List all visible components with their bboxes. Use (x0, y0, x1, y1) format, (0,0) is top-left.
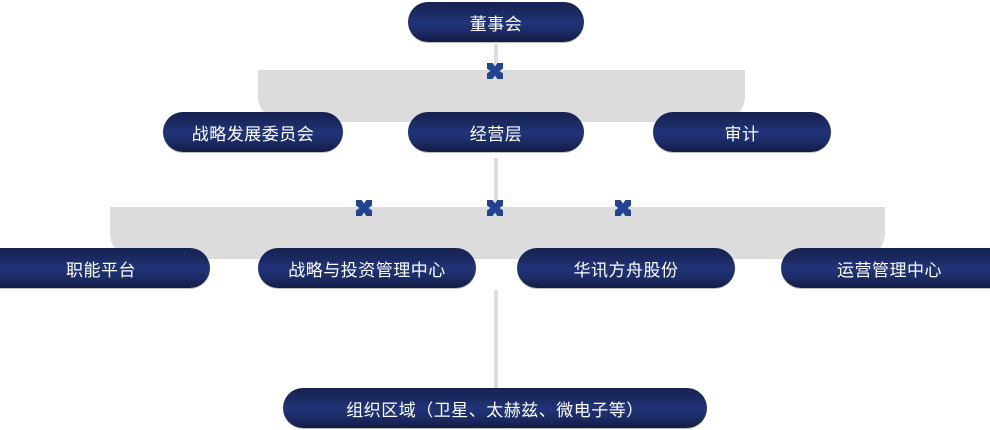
node-label-management-layer: 经营层 (469, 124, 523, 144)
node-board[interactable]: 董事会 (408, 2, 584, 46)
connector-line-row3-to-organization-areas (494, 290, 498, 388)
node-operations-center[interactable]: 运营管理中心 (781, 248, 990, 292)
node-function-platform[interactable]: 职能平台 (0, 248, 210, 292)
connector-node-row3-left (356, 200, 372, 216)
connector-node-row3-center (487, 200, 503, 216)
node-label-huaxun-fangzhou: 华讯方舟股份 (573, 260, 679, 280)
node-strategy-committee[interactable]: 战略发展委员会 (163, 112, 343, 156)
node-audit[interactable]: 审计 (653, 112, 831, 156)
connector-node-row3-right (615, 200, 631, 216)
node-label-strategy-committee: 战略发展委员会 (191, 124, 315, 144)
node-organization-areas[interactable]: 组织区域（卫星、太赫兹、微电子等） (283, 388, 707, 430)
connector-line-board-to-row2 (494, 44, 498, 70)
node-label-strategy-investment-center: 战略与投资管理中心 (288, 260, 446, 280)
connector-line-management-to-row3 (494, 158, 498, 208)
node-label-organization-areas: 组织区域（卫星、太赫兹、微电子等） (346, 400, 644, 420)
node-huaxun-fangzhou[interactable]: 华讯方舟股份 (517, 248, 735, 292)
connector-node-row2-center (487, 63, 503, 79)
node-strategy-investment-center[interactable]: 战略与投资管理中心 (258, 248, 476, 292)
node-label-audit: 审计 (724, 124, 760, 144)
node-label-function-platform: 职能平台 (66, 260, 136, 280)
node-label-operations-center: 运营管理中心 (837, 260, 942, 280)
node-management-layer[interactable]: 经营层 (408, 112, 584, 156)
node-label-board: 董事会 (469, 14, 523, 34)
